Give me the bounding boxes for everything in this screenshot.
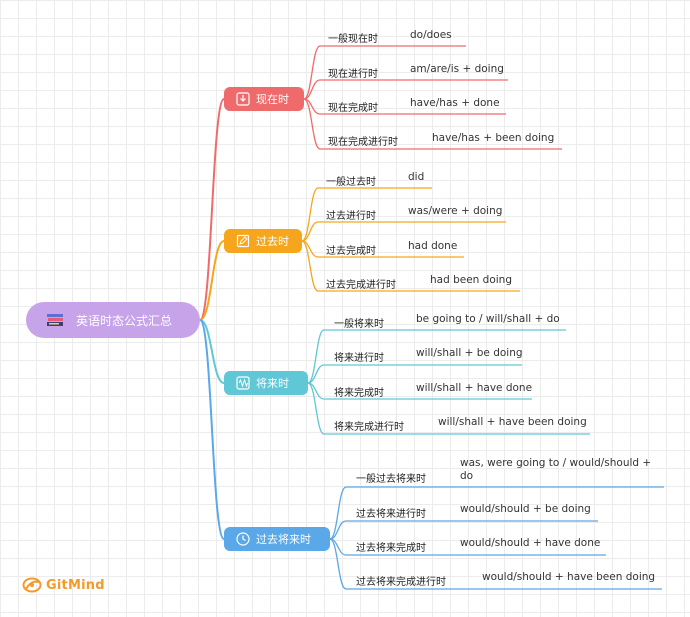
clock-icon: [236, 532, 250, 546]
download-icon: [236, 92, 250, 106]
tense-node[interactable]: 过去完成进行时: [326, 280, 396, 291]
branch-label: 过去将来时: [256, 533, 311, 546]
branch-past-future[interactable]: 过去将来时: [224, 527, 330, 551]
formula-node[interactable]: will/shall + be doing: [416, 347, 523, 359]
tense-node[interactable]: 现在完成时: [328, 103, 378, 114]
formula-node[interactable]: would/should + have been doing: [482, 571, 656, 583]
books-icon: [46, 312, 64, 328]
formula-node[interactable]: am/are/is + doing: [410, 63, 504, 75]
formula-node[interactable]: will/shall + have done: [416, 382, 533, 394]
tense-node[interactable]: 现在进行时: [328, 69, 378, 80]
waveform-icon: [236, 376, 250, 390]
tense-node[interactable]: 一般将来时: [334, 319, 384, 330]
formula-node[interactable]: did: [408, 171, 425, 183]
gitmind-logo-icon: [22, 576, 42, 594]
tense-node[interactable]: 过去进行时: [326, 211, 376, 222]
tense-node[interactable]: 一般过去时: [326, 177, 376, 188]
formula-node[interactable]: was, were going to / would/should + do: [460, 457, 652, 482]
formula-node[interactable]: would/should + have done: [460, 537, 601, 549]
tense-node[interactable]: 一般过去将来时: [356, 474, 426, 485]
watermark-text: GitMind: [46, 577, 105, 593]
branch-future[interactable]: 将来时: [224, 371, 308, 395]
tense-node[interactable]: 将来完成时: [334, 388, 384, 399]
tense-node[interactable]: 过去完成时: [326, 246, 376, 257]
branch-present[interactable]: 现在时: [224, 87, 304, 111]
branch-past[interactable]: 过去时: [224, 229, 302, 253]
tense-node[interactable]: 将来进行时: [334, 353, 384, 364]
formula-node[interactable]: had been doing: [430, 274, 512, 286]
formula-node[interactable]: do/does: [410, 29, 452, 41]
edit-note-icon: [236, 234, 250, 248]
tense-node[interactable]: 过去将来完成时: [356, 543, 426, 554]
tense-node[interactable]: 一般现在时: [328, 34, 378, 45]
gitmind-watermark: GitMind: [22, 576, 105, 594]
root-label: 英语时态公式汇总: [76, 313, 173, 328]
root-node[interactable]: 英语时态公式汇总: [26, 302, 200, 338]
formula-node[interactable]: have/has + done: [410, 97, 500, 109]
tense-node[interactable]: 将来完成进行时: [334, 422, 404, 433]
formula-node[interactable]: will/shall + have been doing: [438, 416, 587, 428]
formula-node[interactable]: be going to / will/shall + do: [416, 313, 560, 325]
formula-node[interactable]: have/has + been doing: [432, 132, 555, 144]
branch-label: 过去时: [256, 235, 289, 248]
formula-node[interactable]: had done: [408, 240, 458, 252]
tense-node[interactable]: 过去将来完成进行时: [356, 577, 446, 588]
formula-node[interactable]: was/were + doing: [408, 205, 503, 217]
branch-label: 将来时: [256, 377, 289, 390]
tense-node[interactable]: 过去将来进行时: [356, 509, 426, 520]
tense-node[interactable]: 现在完成进行时: [328, 137, 398, 148]
formula-node[interactable]: would/should + be doing: [460, 503, 591, 515]
branch-label: 现在时: [256, 93, 289, 106]
